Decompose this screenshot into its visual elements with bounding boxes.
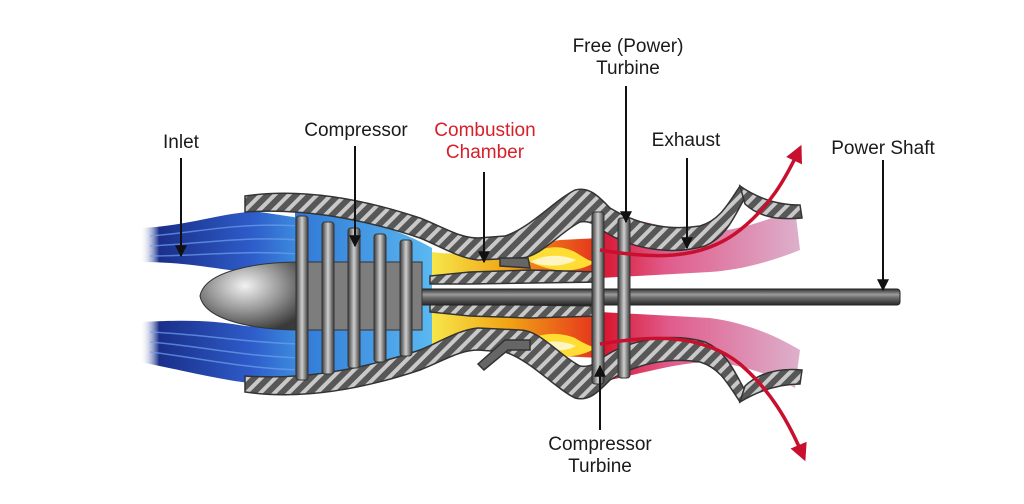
- exhaust-flow-arrow-bottom: [599, 336, 807, 462]
- label-free-turbine-line2: Turbine: [596, 58, 660, 79]
- compressor-blades: [295, 215, 413, 381]
- label-power-shaft: Power Shaft: [831, 138, 935, 159]
- exhaust-flow-arrow-top: [599, 144, 802, 258]
- label-combustion-line1: Combustion: [434, 120, 536, 141]
- label-free-power-turbine: Free (Power) Turbine: [560, 36, 696, 80]
- label-exhaust: Exhaust: [651, 130, 721, 151]
- label-compressor-turbine: Compressor Turbine: [528, 434, 672, 478]
- engine-casing: [244, 184, 803, 404]
- label-combustion-chamber: Combustion Chamber: [418, 120, 552, 164]
- leader-arrows: [175, 86, 889, 430]
- label-compressor: Compressor: [304, 120, 408, 141]
- label-compressor-turbine-line2: Turbine: [568, 456, 632, 477]
- label-combustion-line2: Chamber: [445, 142, 525, 163]
- label-inlet: Inlet: [163, 132, 199, 153]
- label-compressor-turbine-line1: Compressor: [548, 434, 652, 455]
- compressor-turbine-disk: [591, 211, 605, 385]
- label-free-turbine-line1: Free (Power): [572, 36, 684, 57]
- nose-cone: [199, 261, 301, 331]
- free-turbine-disk: [617, 217, 631, 379]
- power-shaft: [419, 288, 901, 306]
- turbine-blades: [591, 211, 631, 385]
